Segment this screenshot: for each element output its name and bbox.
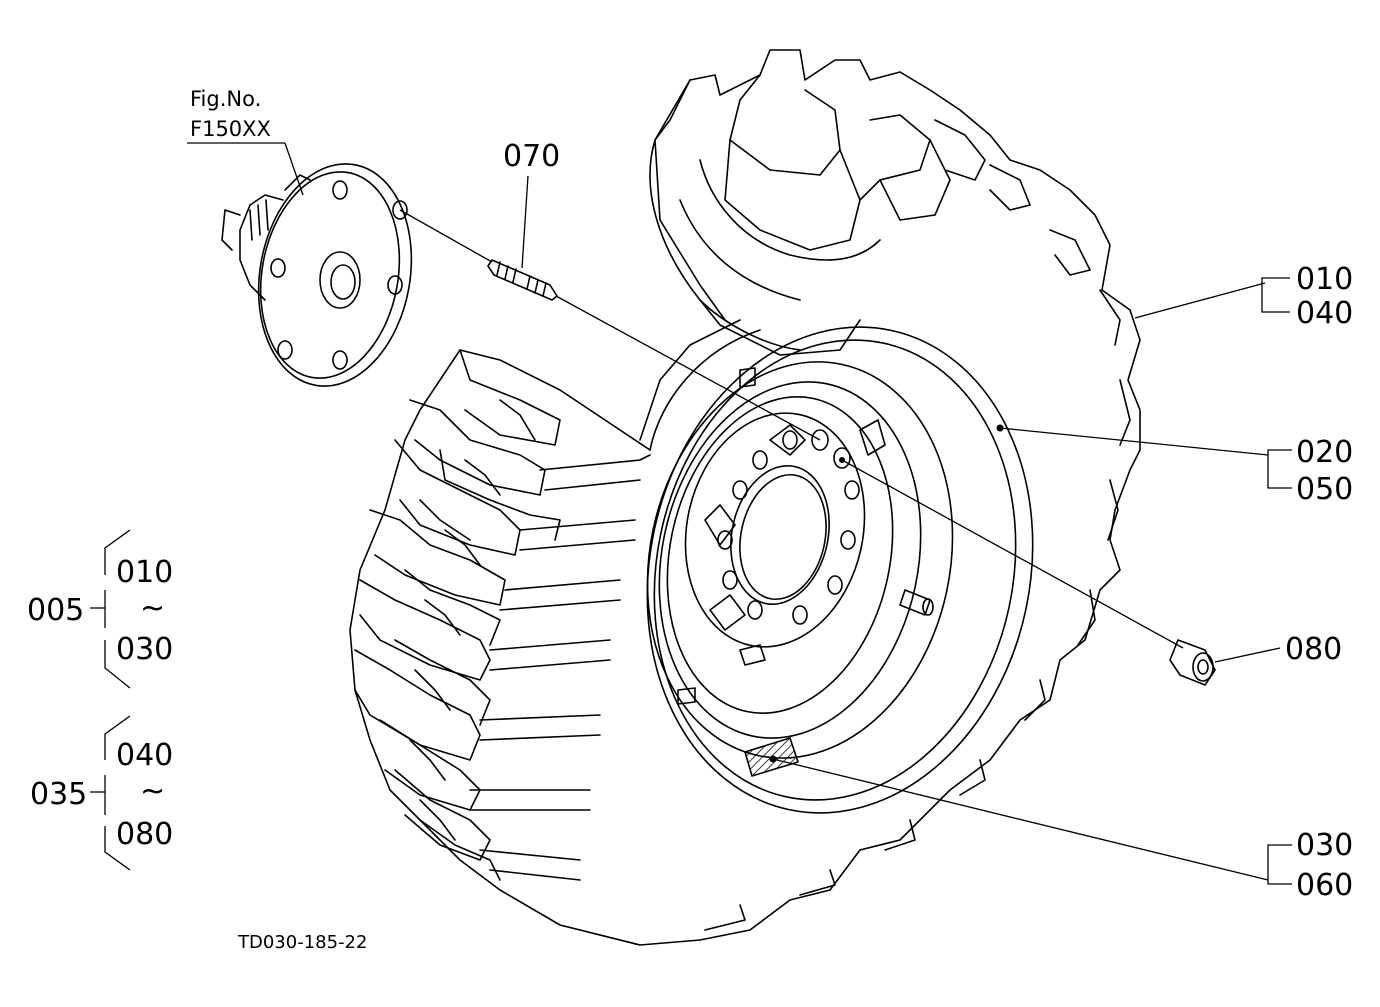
callout-030: 030 <box>1296 828 1353 863</box>
bolt-holes <box>717 429 860 625</box>
group-035-tilde: ~ <box>140 774 165 809</box>
hub-flange <box>221 163 413 387</box>
group-005-tilde: ~ <box>140 591 165 626</box>
fig-no-value: F150XX <box>190 117 271 141</box>
callout-080: 080 <box>1285 632 1342 667</box>
tread-lugs-left <box>354 349 651 881</box>
callout-070: 070 <box>503 139 560 174</box>
tire-010 <box>349 49 1141 946</box>
callout-020: 020 <box>1296 435 1353 470</box>
callout-040: 040 <box>1296 296 1353 331</box>
group-035-to: 080 <box>116 817 173 852</box>
callout-010: 010 <box>1296 262 1353 297</box>
group-005-to: 030 <box>116 632 173 667</box>
fig-no-label: Fig.No. <box>190 87 261 111</box>
leader-lines <box>90 142 1292 885</box>
group-035-from: 040 <box>116 738 173 773</box>
group-005-from: 010 <box>116 555 173 590</box>
rim-020 <box>639 319 1034 814</box>
callout-060: 060 <box>1296 868 1353 903</box>
drawing-code: TD030-185-22 <box>237 932 367 953</box>
callout-050: 050 <box>1296 472 1353 507</box>
group-035-id: 035 <box>30 777 87 812</box>
group-005-id: 005 <box>27 593 84 628</box>
stud-bolt-070 <box>487 259 558 301</box>
valve-stem <box>899 589 934 616</box>
leader-dots <box>769 424 1004 763</box>
wheel-nut-080 <box>1169 639 1216 686</box>
